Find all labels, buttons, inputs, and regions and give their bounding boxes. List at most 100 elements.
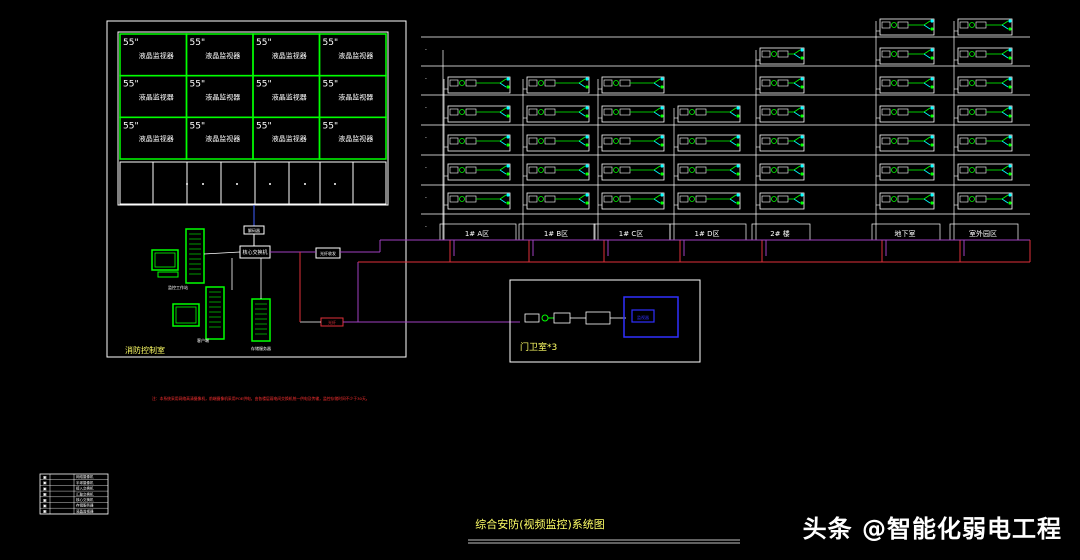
camera-head — [1008, 19, 1012, 23]
camera-drop — [1001, 107, 1009, 113]
camera-dome — [459, 167, 465, 173]
trunk-lines — [299, 239, 1031, 323]
camera-drop — [793, 198, 801, 204]
camera-head — [930, 19, 934, 23]
camera-drop — [793, 49, 801, 55]
gate-monitor — [623, 296, 679, 338]
camera-drop — [793, 140, 801, 146]
switch-symbol — [777, 137, 789, 145]
switch-symbol — [619, 79, 631, 87]
camera-drop — [1001, 198, 1009, 204]
camera-head — [585, 135, 589, 139]
camera-dome — [771, 167, 777, 173]
camera-head — [506, 201, 510, 205]
camera-symbol — [449, 79, 459, 87]
legend-text: 网络摄像机 — [76, 474, 94, 479]
switch-symbol — [777, 166, 789, 174]
camera-symbol — [761, 137, 771, 145]
camera-drop — [923, 194, 931, 200]
decoder-label: 解码器 — [248, 227, 260, 233]
camera-symbol — [603, 108, 613, 116]
switch-symbol — [544, 195, 556, 203]
camera-dome — [891, 167, 897, 173]
camera-head — [736, 172, 740, 176]
camera-dome — [969, 22, 975, 28]
zone-column: 2# 楼 — [751, 47, 811, 262]
camera-drop — [793, 111, 801, 117]
camera-dome — [891, 51, 897, 57]
floor-switch-panel — [759, 134, 805, 152]
monitor-label: 液晶监视器 — [205, 134, 240, 143]
camera-head — [506, 143, 510, 147]
workstation-label: 监控工作站 — [168, 284, 188, 290]
camera-drop — [653, 136, 661, 142]
camera-head — [930, 172, 934, 176]
camera-head — [930, 85, 934, 89]
switch-symbol — [544, 137, 556, 145]
camera-head — [585, 85, 589, 89]
workstation-monitor — [151, 249, 179, 271]
legend-text: 存储服务器 — [76, 503, 94, 508]
camera-symbol — [881, 50, 891, 58]
camera-head — [930, 56, 934, 60]
fiber-red-label: 光纤 — [328, 319, 336, 325]
camera-drop — [653, 82, 661, 88]
monitor-size-label: 55" — [123, 80, 139, 90]
camera-dome — [538, 138, 544, 144]
monitor-size-label: 55" — [256, 38, 272, 48]
camera-symbol — [761, 195, 771, 203]
cabinet-knob — [236, 183, 238, 185]
camera-head — [585, 172, 589, 176]
camera-head — [660, 143, 664, 147]
monitor-label: 液晶监视器 — [139, 51, 174, 60]
camera-dome — [969, 51, 975, 57]
floor-switch-panel — [526, 192, 590, 210]
camera-symbol — [528, 137, 538, 145]
monitor-size-label: 55" — [256, 80, 272, 90]
monitor-size-label: 55" — [190, 121, 206, 131]
camera-dome — [771, 80, 777, 86]
camera-symbol — [959, 108, 969, 116]
camera-head — [736, 143, 740, 147]
camera-dome — [689, 138, 695, 144]
switch-symbol — [465, 137, 477, 145]
camera-drop — [923, 24, 931, 30]
switch-symbol — [544, 79, 556, 87]
camera-symbol — [528, 79, 538, 87]
monitor-size-label: 55" — [123, 121, 139, 131]
camera-head — [1008, 164, 1012, 168]
camera-head — [930, 114, 934, 118]
camera-dome — [613, 196, 619, 202]
floor-label: - — [425, 47, 427, 53]
camera-dome — [969, 80, 975, 86]
switch-symbol — [897, 166, 909, 174]
camera-head — [1008, 201, 1012, 205]
gate-monitor-screen — [631, 309, 655, 323]
switch-symbol — [975, 195, 987, 203]
camera-dome — [538, 196, 544, 202]
camera-head — [506, 172, 510, 176]
switch-symbol — [897, 108, 909, 116]
floor-switch-panel — [526, 163, 590, 181]
camera-drop — [923, 198, 931, 204]
camera-drop — [1001, 82, 1009, 88]
camera-head — [800, 106, 804, 110]
camera-drop — [653, 169, 661, 175]
zone-label: 地下室 — [895, 229, 916, 238]
floor-switch-panel — [677, 105, 741, 123]
switch-symbol — [465, 166, 477, 174]
camera-drop — [729, 136, 737, 142]
camera-drop — [499, 198, 507, 204]
camera-head — [736, 201, 740, 205]
camera-dome — [771, 109, 777, 115]
camera-symbol — [679, 166, 689, 174]
zone-label: 1# B区 — [544, 230, 568, 238]
floor-switch-panel — [759, 192, 805, 210]
camera-symbol — [881, 137, 891, 145]
server-label: 存储服务器 — [251, 345, 271, 351]
camera-head — [660, 135, 664, 139]
camera-symbol — [449, 137, 459, 145]
monitor-label: 液晶监视器 — [139, 134, 174, 143]
